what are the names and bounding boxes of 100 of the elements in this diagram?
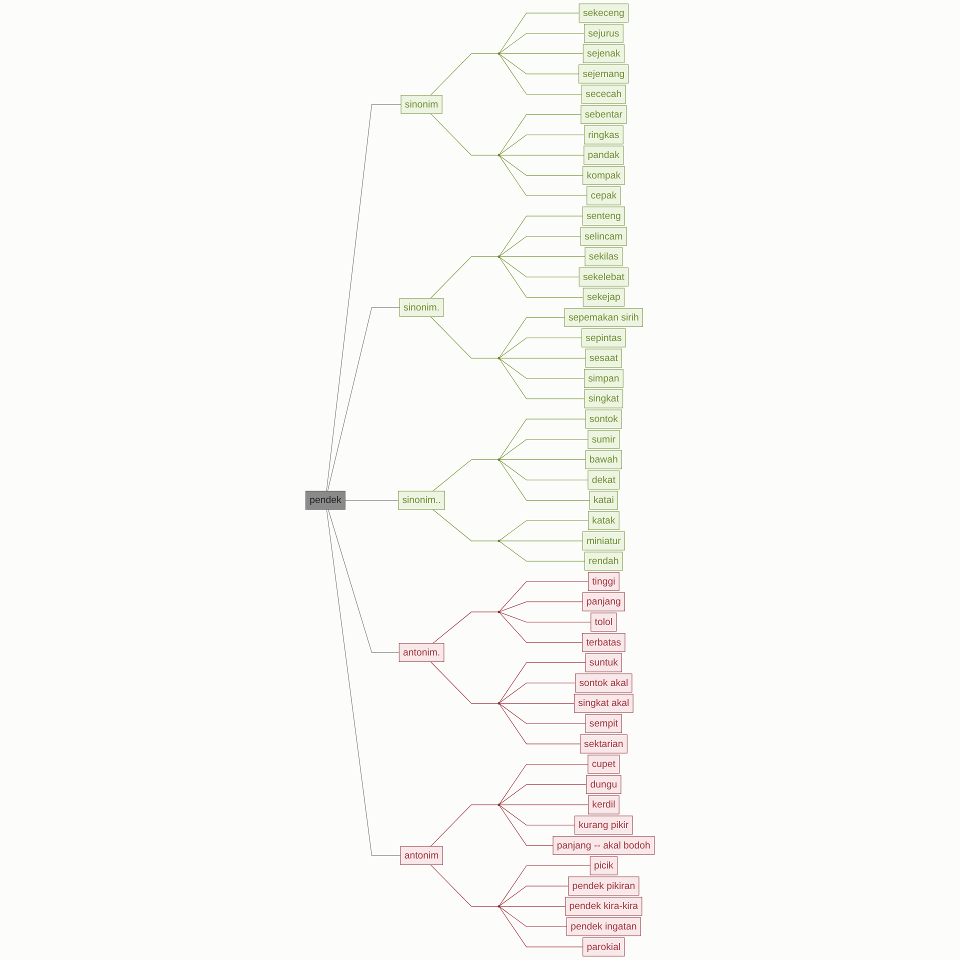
connector (499, 805, 554, 846)
connector (499, 256, 580, 278)
connector (499, 460, 588, 480)
node-box: sekilas (584, 247, 623, 266)
node-box: sontok (585, 410, 622, 429)
connector (499, 439, 588, 460)
connector (499, 155, 584, 176)
connector (500, 154, 584, 156)
node-box: sepintas (582, 328, 626, 348)
node-circle (498, 540, 500, 542)
node-box: sejenak (582, 44, 624, 64)
connector (499, 54, 580, 74)
node-box: parokial (582, 938, 625, 956)
connector (499, 134, 584, 155)
node-box: pendek kira-kira (565, 896, 642, 916)
node-box: sejemang (578, 64, 629, 84)
node-box: sesaat (585, 348, 622, 368)
node-box: sececah (582, 84, 626, 104)
node-box: sekelebat (578, 268, 628, 286)
connector (430, 804, 498, 847)
connector (499, 906, 584, 948)
node-box: panjang (582, 592, 625, 612)
node-box: selincam (580, 226, 627, 246)
node-circle (498, 255, 500, 258)
node-box: antonim. (398, 643, 444, 662)
node-box: tolol (590, 612, 617, 632)
node-box: antonim (400, 846, 443, 866)
node-box: rendah (584, 552, 623, 571)
connector (430, 864, 498, 907)
connector (499, 704, 580, 744)
connector (328, 509, 400, 653)
node-circle (498, 610, 500, 614)
node-box: dekat (588, 470, 620, 490)
node-box: sejurus (584, 24, 624, 43)
node-circle (498, 702, 500, 705)
connector (499, 581, 589, 612)
node-box: picik (590, 856, 618, 876)
connector (499, 418, 586, 460)
connector (430, 661, 498, 704)
connector (499, 662, 586, 703)
node-box: bawah (585, 450, 622, 470)
connector (500, 256, 586, 257)
node-box: pandak (584, 146, 624, 165)
connector (499, 114, 582, 155)
node-box: miniatur (582, 531, 625, 550)
node-box: sektarian (580, 734, 628, 754)
connector (500, 703, 575, 704)
node-box: cupet (588, 754, 620, 774)
node-box: kompak (582, 166, 625, 185)
node-box: ringkas (584, 125, 624, 144)
connector (430, 113, 498, 156)
node-box: singkat (584, 389, 624, 408)
node-box: katak (588, 511, 620, 530)
node-box: pendek pikiran (568, 876, 640, 896)
connector (432, 459, 498, 492)
connector (430, 53, 498, 96)
connector (499, 520, 589, 541)
connector (500, 612, 592, 622)
node-circle (498, 458, 500, 461)
node-box: sebentar (580, 105, 627, 124)
node-circle (498, 154, 500, 156)
connector (430, 256, 498, 299)
node-box: pendek ingatan (566, 917, 641, 936)
connector (499, 358, 585, 400)
connector (500, 540, 583, 542)
node-box: sinonim.. (398, 490, 445, 510)
node-box: terbatas (582, 633, 626, 652)
connector (432, 509, 498, 542)
node-box: sempit (585, 714, 622, 734)
node-box: dungu (586, 775, 622, 794)
node-box: sumir (588, 430, 620, 449)
node-box: sekejap (582, 288, 624, 307)
connector (499, 236, 581, 256)
connector (499, 541, 586, 562)
node-box: sepemakan sirih (564, 308, 643, 327)
node-box: simpan (584, 369, 624, 388)
connector (499, 54, 582, 95)
connector (499, 460, 590, 501)
connector (499, 358, 584, 379)
connector (500, 906, 566, 907)
node-circle (498, 52, 500, 55)
node-box: cepak (586, 186, 621, 206)
connector (499, 338, 582, 358)
node-box: suntuk (585, 653, 622, 672)
node-box: katai (589, 490, 618, 510)
node-box: sinonim. (399, 298, 444, 317)
connector (499, 216, 583, 256)
connector (326, 104, 402, 492)
connector (500, 53, 584, 54)
node-box: sontok akal (575, 674, 632, 692)
connector (499, 704, 586, 724)
node-box: pendek (305, 490, 346, 510)
connector (499, 257, 584, 298)
connector (500, 459, 586, 460)
connector (344, 500, 399, 501)
node-circle (498, 356, 500, 360)
connector (499, 865, 590, 906)
node-circle (498, 905, 500, 908)
connector (500, 602, 583, 612)
connector (327, 307, 400, 492)
